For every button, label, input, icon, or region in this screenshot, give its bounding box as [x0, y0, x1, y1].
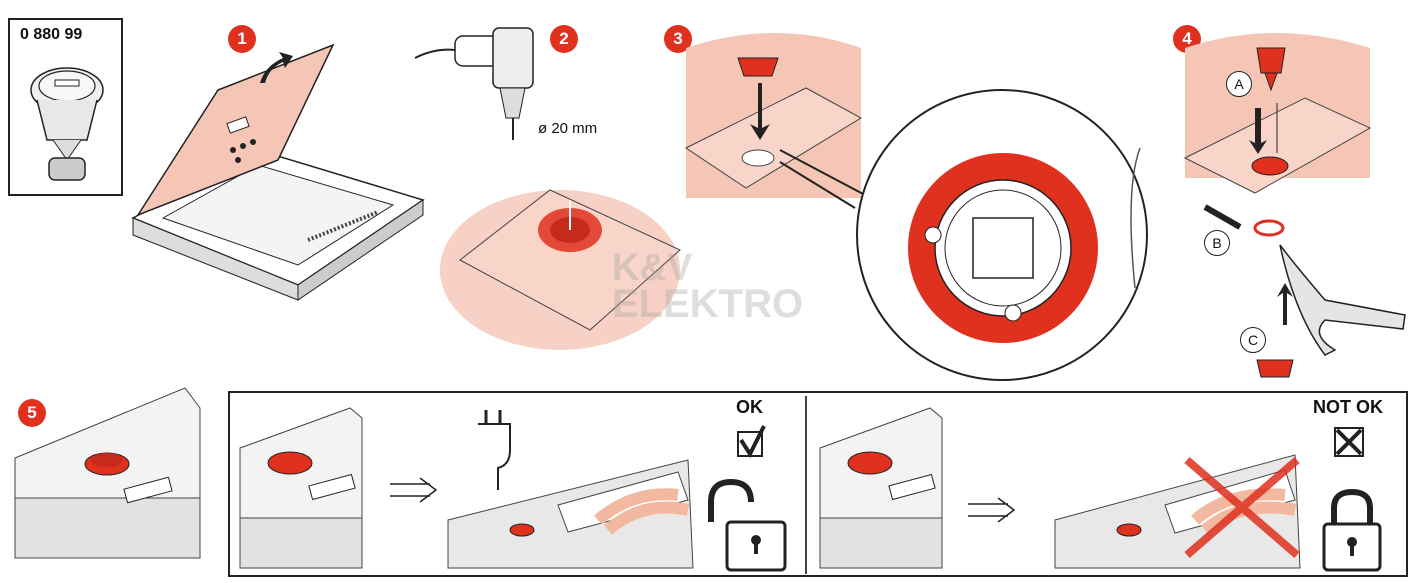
result-panel: [228, 391, 1408, 577]
ok-label: OK: [736, 397, 763, 417]
panel-divider: [805, 396, 807, 574]
ok-box-illustration: [239, 407, 363, 569]
step-badge-5: 5: [18, 399, 46, 427]
part-number: 0 880 99: [20, 26, 83, 43]
drill-diameter-label: ø 20 mm: [538, 120, 598, 137]
drill-illustration: [414, 27, 534, 140]
watermark: K&V ELEKTRO: [612, 247, 804, 326]
sub-step-a: A: [1226, 71, 1252, 97]
sub-step-c: C: [1240, 327, 1266, 353]
step-badge-1: 1: [228, 25, 256, 53]
locked-padlock-icon: [1322, 488, 1382, 572]
checkbox-crossed-icon: [1334, 427, 1364, 457]
not-ok-label: NOT OK: [1313, 397, 1383, 417]
pliers-illustration: [1203, 204, 1406, 378]
installed-grommet-illustration: [14, 387, 201, 559]
drill-hole-detail: [440, 189, 681, 350]
ok-cable-illustration: [447, 459, 694, 569]
plug-icon: [478, 410, 511, 490]
sub-step-b: B: [1204, 230, 1230, 256]
zoom-lines: [779, 149, 866, 209]
arrow-right-icon: [968, 497, 1016, 523]
step-badge-2: 2: [550, 25, 578, 53]
part-box: 0 880 99: [8, 18, 123, 196]
checkbox-checked-icon: [737, 425, 766, 459]
insert-grommet-illustration: [685, 33, 863, 198]
unlocked-padlock-icon: [708, 478, 787, 572]
arrow-right-icon: [390, 477, 438, 503]
zoom-detail-circle: [856, 89, 1148, 381]
grommet-illustration: [30, 67, 104, 181]
notok-box-illustration: [819, 407, 943, 569]
lift-arrow-icon: [260, 52, 293, 83]
watermark-line1: K&V: [612, 247, 693, 289]
watermark-line2: ELEKTRO: [612, 282, 804, 326]
removal-illustration: [1183, 33, 1372, 194]
floor-box-illustration: [131, 43, 425, 301]
cross-mark-icon: [1184, 456, 1300, 559]
